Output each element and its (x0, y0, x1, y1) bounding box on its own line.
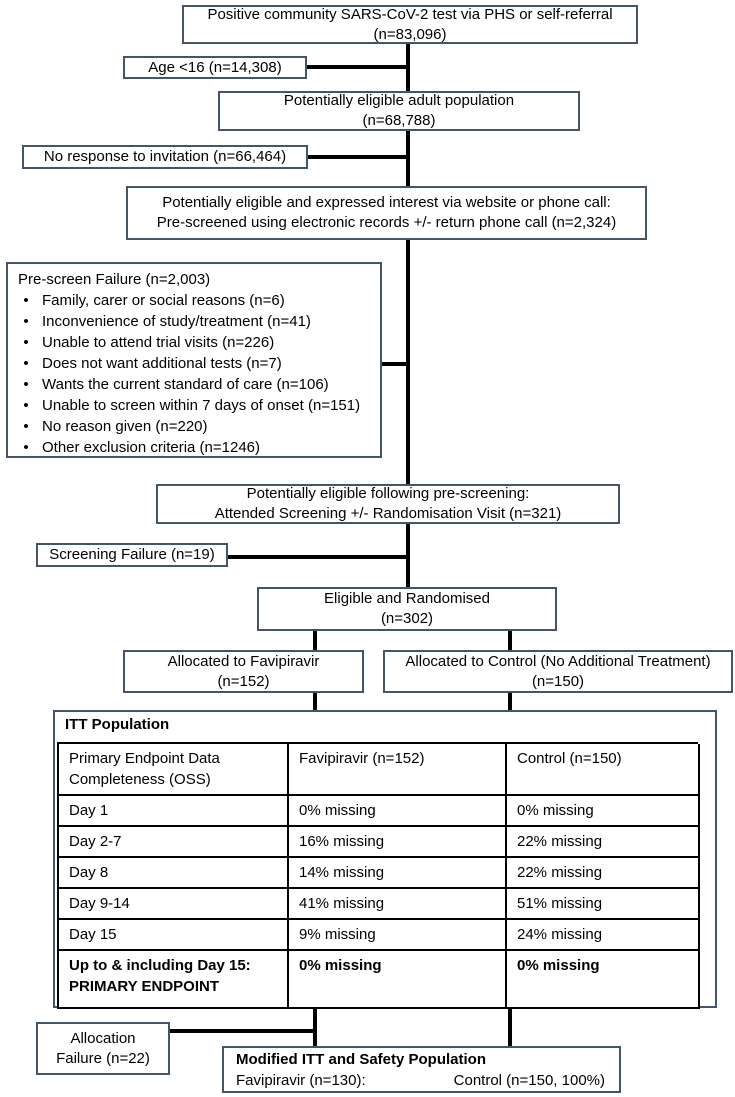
box-text: Potentially eligible and expressed inter… (162, 194, 611, 211)
table-cell-favipiravir: 16% missing (289, 827, 507, 858)
box-text: Pre-screened using electronic records +/… (156, 214, 617, 231)
box-text: (n=68,788) (362, 112, 436, 129)
table-row-label: Up to & including Day 15: PRIMARY ENDPOI… (59, 951, 289, 1009)
flow-box-adult-population: Potentially eligible adult population (n… (218, 91, 580, 131)
box-text: Screening Failure (n=19) (49, 546, 215, 563)
exclusion-box-prescreen-failure: Pre-screen Failure (n=2,003) • Family, ca… (6, 262, 382, 458)
table-row-label: Day 1 (59, 796, 289, 827)
list-item-label: Wants the current standard of care (n=10… (42, 376, 329, 393)
table-cell-control: 0% missing (507, 951, 700, 1009)
list-item: • No reason given (n=220) (18, 416, 372, 437)
bullet-icon: • (23, 355, 29, 372)
bullet-icon: • (23, 418, 29, 435)
connector-line (406, 523, 410, 587)
table-cell-favipiravir: 0% missing (289, 951, 507, 1009)
list-item-label: Unable to attend trial visits (n=226) (42, 334, 275, 351)
table-cell-favipiravir: 0% missing (289, 796, 507, 827)
exclusion-box-age: Age <16 (n=14,308) (123, 56, 307, 79)
prescreen-failure-title: Pre-screen Failure (n=2,003) (18, 271, 211, 288)
table-cell-favipiravir: 9% missing (289, 920, 507, 951)
box-text: Failure (n=22) (56, 1049, 150, 1067)
bullet-icon: • (23, 376, 29, 393)
connector-line (508, 1007, 512, 1046)
connector-line (406, 130, 410, 186)
bullet-icon: • (23, 439, 29, 456)
modified-itt-title: Modified ITT and Safety Population (236, 1050, 486, 1068)
bullet-icon: • (23, 292, 29, 309)
exclusion-box-allocation-failure: Allocation Failure (n=22) (36, 1022, 170, 1075)
exclusion-box-screening-failure: Screening Failure (n=19) (36, 543, 228, 567)
box-text: Positive community SARS-CoV-2 test via P… (207, 5, 613, 23)
box-text: (n=150) (531, 672, 585, 690)
box-text: (n=83,096) (373, 25, 447, 43)
connector-line (406, 239, 410, 484)
list-item-label: No reason given (n=220) (42, 418, 208, 435)
connector-line (305, 65, 408, 69)
flow-box-following-prescreening: Potentially eligible following pre-scree… (156, 484, 620, 524)
list-item-label: Inconvenience of study/treatment (n=41) (42, 313, 311, 330)
list-item: • Wants the current standard of care (n=1… (18, 374, 372, 395)
connector-line (168, 1029, 317, 1033)
flow-box-modified-itt: Modified ITT and Safety Population Favip… (222, 1046, 621, 1093)
flow-box-randomised: Eligible and Randomised (n=302) (257, 587, 557, 631)
bullet-icon: • (23, 397, 29, 414)
table-row-label: Day 9-14 (59, 889, 289, 920)
list-item: • Does not want additional tests (n=7) (18, 353, 372, 374)
list-item-label: Does not want additional tests (n=7) (42, 355, 282, 372)
prescreen-list: • Family, carer or social reasons (n=6) • I… (18, 290, 372, 458)
connector-line (226, 555, 408, 559)
connector-line (406, 44, 410, 91)
table-cell-favipiravir: 41% missing (289, 889, 507, 920)
table-header-cell: Control (n=150) (507, 744, 700, 796)
flow-box-positive-test: Positive community SARS-CoV-2 test via P… (182, 5, 638, 44)
list-item: • Unable to attend trial visits (n=226) (18, 332, 372, 353)
connector-line (313, 1007, 317, 1046)
box-text: Potentially eligible following pre-scree… (246, 485, 530, 502)
box-text: Age <16 (n=14,308) (148, 58, 282, 76)
flow-box-expressed-interest: Potentially eligible and expressed inter… (126, 186, 647, 240)
exclusion-box-no-response: No response to invitation (n=66,464) (22, 145, 308, 169)
connector-line (313, 630, 317, 650)
box-text: Allocated to Control (No Additional Trea… (405, 652, 711, 670)
modified-itt-control: Control (n=150, 100%) (453, 1071, 605, 1089)
box-text: Attended Screening +/- Randomisation Vis… (214, 505, 562, 522)
modified-itt-favipiravir: Favipiravir (n=130): (236, 1071, 366, 1089)
table-row-label: Day 15 (59, 920, 289, 951)
flow-box-allocated-favipiravir: Allocated to Favipiravir (n=152) (123, 650, 364, 693)
table-header-cell: Primary Endpoint Data Completeness (OSS) (59, 744, 289, 796)
box-text: Allocated to Favipiravir (167, 652, 320, 670)
box-text: No response to invitation (n=66,464) (43, 148, 287, 165)
table-cell-control: 22% missing (507, 858, 700, 889)
box-text: Eligible and Randomised (324, 590, 490, 607)
table-cell-control: 0% missing (507, 796, 700, 827)
box-text: Allocation (70, 1029, 136, 1047)
box-text: (n=302) (380, 610, 434, 627)
connector-line (313, 692, 317, 710)
list-item: • Unable to screen within 7 days of onset… (18, 395, 372, 416)
connector-line (380, 362, 408, 366)
list-item-label: Other exclusion criteria (n=1246) (42, 439, 261, 456)
table-header-cell: Favipiravir (n=152) (289, 744, 507, 796)
list-item-label: Unable to screen within 7 days of onset … (42, 397, 361, 414)
itt-population-title: ITT Population (65, 716, 170, 733)
list-item: • Inconvenience of study/treatment (n=41) (18, 311, 372, 332)
box-text: Potentially eligible adult population (283, 92, 515, 109)
table-row-label: Day 2-7 (59, 827, 289, 858)
list-item: • Family, carer or social reasons (n=6) (18, 290, 372, 311)
itt-table: Primary Endpoint Data Completeness (OSS)… (57, 742, 700, 1009)
table-cell-control: 22% missing (507, 827, 700, 858)
table-row-label: Day 8 (59, 858, 289, 889)
bullet-icon: • (23, 313, 29, 330)
table-cell-control: 24% missing (507, 920, 700, 951)
connector-line (508, 630, 512, 650)
table-cell-favipiravir: 14% missing (289, 858, 507, 889)
table-cell-control: 51% missing (507, 889, 700, 920)
list-item: • Other exclusion criteria (n=1246) (18, 437, 372, 458)
flow-box-allocated-control: Allocated to Control (No Additional Trea… (383, 650, 733, 693)
list-item-label: Family, carer or social reasons (n=6) (42, 292, 285, 309)
connector-line (508, 692, 512, 710)
box-text: (n=152) (217, 672, 270, 690)
bullet-icon: • (23, 334, 29, 351)
connector-line (306, 155, 408, 159)
